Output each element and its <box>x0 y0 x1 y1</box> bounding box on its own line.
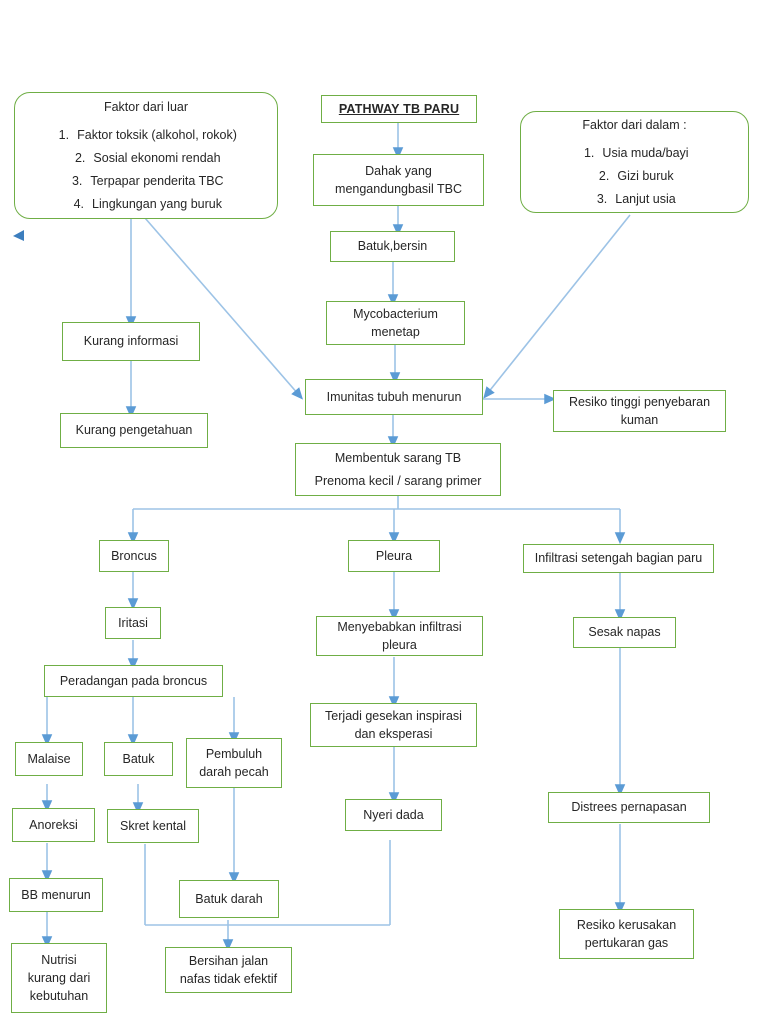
faktor-luar-heading: Faktor dari luar <box>103 99 189 114</box>
list-item: 2.Gizi buruk <box>598 169 674 183</box>
resiko-tinggi-line2: kuman <box>620 413 659 427</box>
pembuluh-line2: darah pecah <box>199 765 269 779</box>
batuk-label: Batuk <box>122 751 155 766</box>
node-peradangan-pada-broncus[interactable]: Peradangan pada broncus <box>44 665 223 697</box>
batuk-bersin-label: Batuk,bersin <box>357 239 428 254</box>
nutrisi-line2: kurang dari <box>27 970 91 985</box>
node-pembuluh-darah-pecah[interactable]: Pembuluh darah pecah <box>186 738 282 788</box>
node-resiko-kerusakan-pertukaran-gas[interactable]: Resiko kerusakan pertukaran gas <box>559 909 694 959</box>
node-pleura[interactable]: Pleura <box>348 540 440 572</box>
mycobacterium-line1: Mycobacterium <box>353 306 438 321</box>
node-kurang-pengetahuan[interactable]: Kurang pengetahuan <box>60 413 208 448</box>
node-infiltrasi-setengah-bagian-paru[interactable]: Infiltrasi setengah bagian paru <box>523 544 714 573</box>
node-sesak-napas[interactable]: Sesak napas <box>573 617 676 648</box>
pleura-label: Pleura <box>375 548 413 563</box>
node-nyeri-dada[interactable]: Nyeri dada <box>345 799 442 831</box>
node-bersihan-jalan-nafas[interactable]: Bersihan jalan nafas tidak efektif <box>165 947 292 993</box>
node-batuk-bersin[interactable]: Batuk,bersin <box>330 231 455 262</box>
node-distrees-pernapasan[interactable]: Distrees pernapasan <box>548 792 710 823</box>
node-anoreksi[interactable]: Anoreksi <box>12 808 95 842</box>
mycobacterium-line2: menetap <box>371 325 420 339</box>
sesak-napas-label: Sesak napas <box>588 625 661 640</box>
page-title: PATHWAY TB PARU <box>338 101 460 116</box>
broncus-label: Broncus <box>111 548 157 563</box>
peradangan-label: Peradangan pada broncus <box>59 673 208 688</box>
kurang-pengetahuan-label: Kurang pengetahuan <box>75 423 193 438</box>
list-item: 2.Sosial ekonomi rendah <box>74 150 221 165</box>
iritasi-label: Iritasi <box>118 615 148 630</box>
node-mycobacterium[interactable]: Mycobacterium menetap <box>326 301 465 345</box>
node-nutrisi-kurang-dari-kebutuhan[interactable]: Nutrisi kurang dari kebutuhan <box>11 943 107 1013</box>
imunitas-label: Imunitas tubuh menurun <box>326 389 462 404</box>
node-resiko-tinggi-penyebaran[interactable]: Resiko tinggi penyebaran kuman <box>553 390 726 432</box>
stray-arrowhead <box>13 230 24 241</box>
gesekan-line2: dan eksperasi <box>354 727 433 741</box>
dahak-line1: Dahak yang <box>365 163 432 178</box>
membentuk-line2: Prenoma kecil / sarang primer <box>314 474 482 488</box>
node-batuk[interactable]: Batuk <box>104 742 173 776</box>
node-batuk-darah[interactable]: Batuk darah <box>179 880 279 918</box>
gesekan-line1: Terjadi gesekan inspirasi <box>325 708 462 723</box>
node-skret-kental[interactable]: Skret kental <box>107 809 199 843</box>
node-malaise[interactable]: Malaise <box>15 742 83 776</box>
kurang-informasi-label: Kurang informasi <box>83 334 179 349</box>
batuk-darah-label: Batuk darah <box>195 891 263 906</box>
node-title-pathway-tb-paru[interactable]: PATHWAY TB PARU <box>321 95 477 123</box>
node-terjadi-gesekan[interactable]: Terjadi gesekan inspirasi dan eksperasi <box>310 703 477 747</box>
nyeri-dada-label: Nyeri dada <box>363 807 424 822</box>
list-item: 1.Usia muda/bayi <box>583 145 689 160</box>
resiko-kerusakan-line1: Resiko kerusakan <box>576 917 677 932</box>
faktor-dalam-heading: Faktor dari dalam : <box>582 117 687 132</box>
node-faktor-dari-luar[interactable]: Faktor dari luar 1.Faktor toksik (alkoho… <box>14 92 278 219</box>
node-membentuk-sarang-tb[interactable]: Membentuk sarang TB Prenoma kecil / sara… <box>295 443 501 496</box>
resiko-kerusakan-line2: pertukaran gas <box>584 936 669 950</box>
menyebabkan-line2: pleura <box>382 638 417 652</box>
distrees-label: Distrees pernapasan <box>571 800 687 815</box>
bersihan-line2: nafas tidak efektif <box>179 972 278 986</box>
nutrisi-line1: Nutrisi <box>41 952 77 967</box>
nutrisi-line3: kebutuhan <box>29 989 89 1004</box>
malaise-label: Malaise <box>27 751 71 766</box>
membentuk-line1: Membentuk sarang TB <box>334 450 462 465</box>
node-menyebabkan-infiltrasi-pleura[interactable]: Menyebabkan infiltrasi pleura <box>316 616 483 656</box>
anoreksi-label: Anoreksi <box>29 817 78 832</box>
resiko-tinggi-line1: Resiko tinggi penyebaran <box>568 394 711 409</box>
faktor-luar-list: 1.Faktor toksik (alkohol, rokok) 2.Sosia… <box>55 126 237 214</box>
node-faktor-dari-dalam[interactable]: Faktor dari dalam : 1.Usia muda/bayi 2.G… <box>520 111 749 213</box>
dahak-line2: mengandungbasil TBC <box>335 182 462 196</box>
faktor-dalam-list: 1.Usia muda/bayi 2.Gizi buruk 3.Lanjut u… <box>580 144 689 208</box>
list-item: 3.Terpapar penderita TBC <box>71 174 224 189</box>
list-item: 1.Faktor toksik (alkohol, rokok) <box>58 127 237 142</box>
node-imunitas-tubuh-menurun[interactable]: Imunitas tubuh menurun <box>305 379 483 415</box>
bb-menurun-label: BB menurun <box>21 887 91 902</box>
list-item: 4.Lingkungan yang buruk <box>73 197 222 212</box>
list-item: 3.Lanjut usia <box>596 192 676 207</box>
node-iritasi[interactable]: Iritasi <box>105 607 161 639</box>
node-broncus[interactable]: Broncus <box>99 540 169 572</box>
node-dahak[interactable]: Dahak yang mengandungbasil TBC <box>313 154 484 206</box>
node-kurang-informasi[interactable]: Kurang informasi <box>62 322 200 361</box>
node-bb-menurun[interactable]: BB menurun <box>9 878 103 912</box>
skret-kental-label: Skret kental <box>119 818 186 833</box>
infiltrasi-paru-label: Infiltrasi setengah bagian paru <box>534 551 703 566</box>
menyebabkan-line1: Menyebabkan infiltrasi <box>337 619 462 634</box>
pembuluh-line1: Pembuluh <box>205 746 263 761</box>
bersihan-line1: Bersihan jalan <box>188 953 269 968</box>
